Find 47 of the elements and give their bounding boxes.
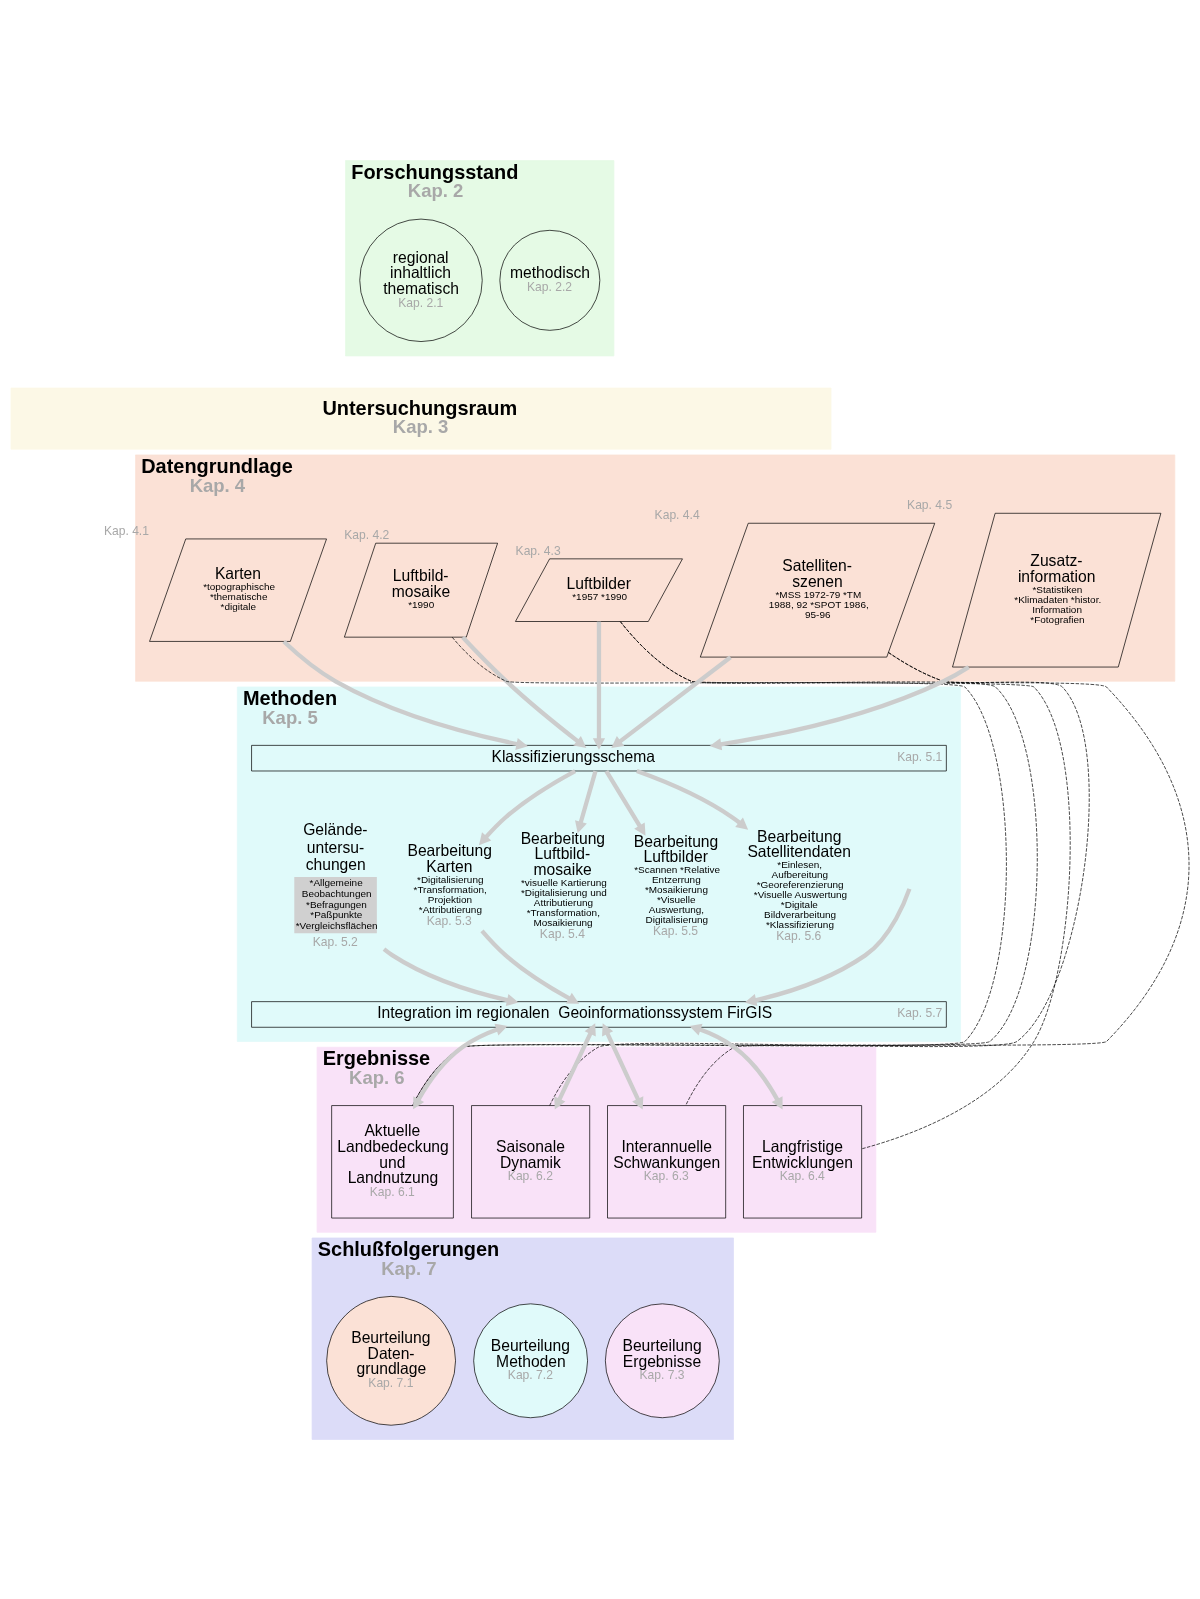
arrow (744, 887, 912, 1006)
node-label: Gelände- untersu- chungen (303, 820, 368, 873)
arrow (689, 1023, 783, 1109)
node-label: Kap. 4.2 (344, 527, 390, 542)
node-box: Untersuchungsraum Kap. 3 (10, 387, 832, 450)
node-text: Bearbeitung Karten *Digitalisierung *Transformation, Projektion *Attributierung (407, 841, 492, 915)
node-box: Integration im regionalen Geoinformationssystem FirGIS Kap. 5.7 (251, 1000, 947, 1028)
connector (685, 651, 1190, 1106)
node-text: Bearbeitung Luftbild- mosaike *visuelle Kartierung *Digitalisierung und Attributierung *Transformation, Mosaikierung (520, 829, 607, 928)
node-label: Kap. 5.2 (312, 934, 358, 949)
node-label: Kap. 5.5 (653, 923, 699, 938)
arrow (480, 929, 580, 1004)
node-box: Klassifizierungsschema Kap. 5.1 (251, 744, 947, 771)
node-label: Kap. 5.4 (539, 926, 585, 941)
node-label: Kap. 4.4 (654, 507, 700, 522)
arrow (478, 768, 577, 845)
node-label: Kap. 4.5 (907, 497, 953, 512)
arrow (604, 769, 646, 836)
node-box: Aktuelle Landbedeckung und Landnutzung Kap. 6.1 (331, 1104, 454, 1218)
arrow (382, 947, 519, 1006)
arrow (461, 635, 587, 748)
arrow (592, 621, 606, 750)
arrow (602, 1022, 644, 1109)
arrow (413, 1023, 508, 1109)
arrow (554, 1022, 596, 1109)
node-label: Kap. 5.6 (776, 928, 822, 943)
node-circle: Beurteilung Methoden Kap. 7.2 (473, 1303, 588, 1418)
arrow (611, 655, 732, 748)
node-circle: regional inhaltlich thematisch Kap. 2.1 (359, 218, 483, 342)
connector (620, 620, 1071, 1149)
node-label: Kap. 5.3 (426, 913, 472, 928)
arrow (282, 639, 528, 750)
node-text: Bearbeitung Satellitendaten *Einlesen, Aufbereitung *Georeferenzierung *Visuelle Auswertung *Digitale Bildverarbeitung *Klassifizierung (747, 827, 851, 930)
node-circle: Beurteilung Ergebnisse Kap. 7.3 (605, 1303, 720, 1418)
arrow (709, 664, 970, 750)
node-box: Langfristige Entwicklungen Kap. 6.4 (743, 1104, 862, 1218)
node-box: Saisonale Dynamik Kap. 6.2 (471, 1104, 591, 1218)
connector (549, 651, 1090, 1106)
node-text: Bearbeitung Luftbilder *Scannen *Relative Entzerrung *Mosaikierung *Visuelle Auswertung, Digitalisierung (633, 832, 720, 925)
arrow (636, 768, 749, 830)
node-box: *Allgemeine Beobachtungen *Befragungen *Paßpunkte *Vergleichsflächen (294, 876, 377, 933)
node-circle: Beurteilung Daten- grundlage Kap. 7.1 (326, 1295, 456, 1426)
node-label: Kap. 4.3 (515, 543, 561, 558)
node-box: Interannuelle Schwankungen Kap. 6.3 (607, 1104, 727, 1218)
node-circle: methodisch Kap. 2.2 (499, 229, 601, 331)
arrow (575, 769, 598, 833)
node-label: Kap. 4.1 (103, 523, 149, 538)
